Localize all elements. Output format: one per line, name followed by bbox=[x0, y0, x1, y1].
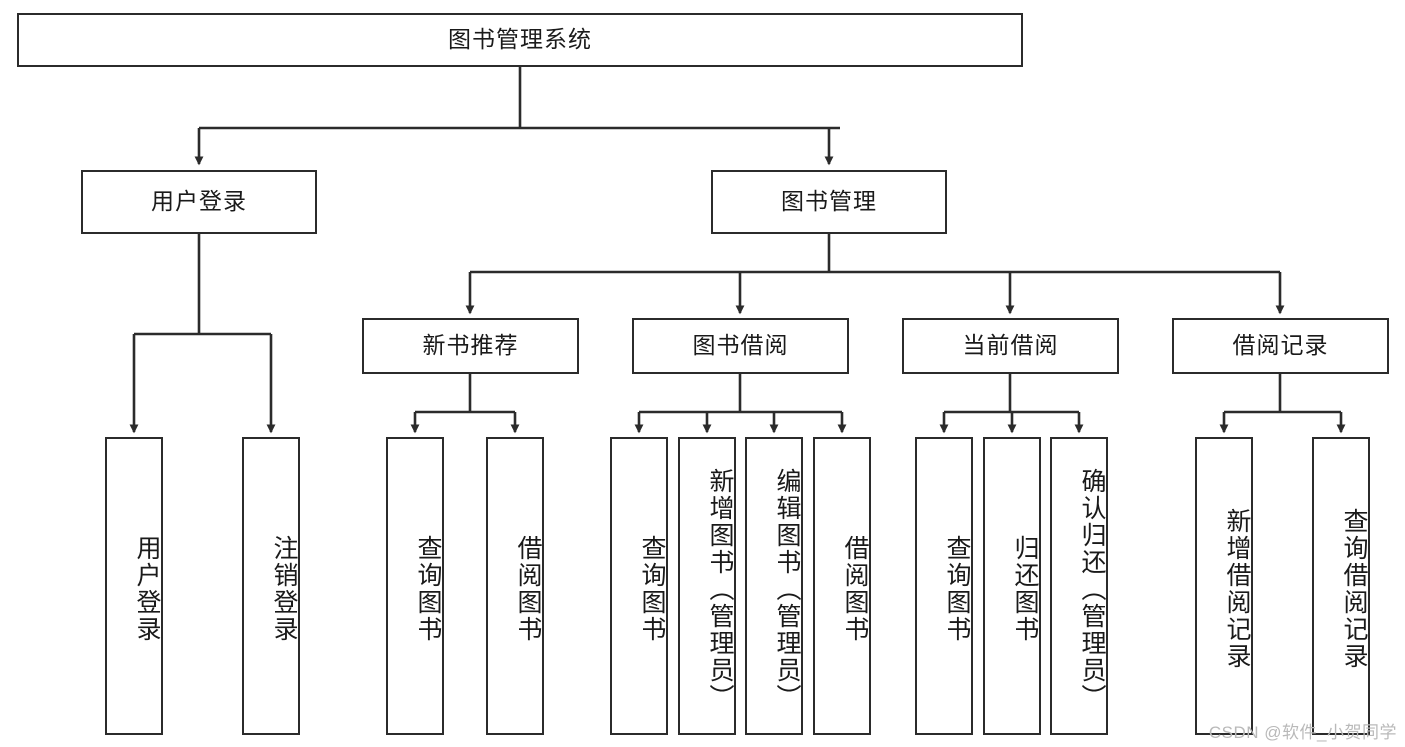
node-user-login[interactable]: 用户登录 bbox=[81, 170, 317, 234]
leaf-add-book-admin-label: 新增图书（管理员） bbox=[706, 467, 734, 711]
node-borrow-records[interactable]: 借阅记录 bbox=[1172, 318, 1389, 374]
node-new-book-recommend-label: 新书推荐 bbox=[422, 332, 519, 359]
leaf-borrow-book-label: 借阅图书 bbox=[841, 535, 869, 643]
leaf-query-book-borrow[interactable]: 查询图书 bbox=[610, 437, 668, 735]
leaf-confirm-return-admin-label: 确认归还（管理员） bbox=[1078, 467, 1106, 711]
leaf-user-login-label: 用户登录 bbox=[133, 535, 161, 643]
node-new-book-recommend[interactable]: 新书推荐 bbox=[362, 318, 579, 374]
leaf-add-borrow-record-label: 新增借阅记录 bbox=[1223, 508, 1251, 670]
leaf-edit-book-admin[interactable]: 编辑图书（管理员） bbox=[745, 437, 803, 735]
node-book-management[interactable]: 图书管理 bbox=[711, 170, 947, 234]
node-root[interactable]: 图书管理系统 bbox=[17, 13, 1023, 67]
leaf-query-book-borrow-label: 查询图书 bbox=[638, 535, 666, 643]
leaf-add-book-admin[interactable]: 新增图书（管理员） bbox=[678, 437, 736, 735]
leaf-user-login[interactable]: 用户登录 bbox=[105, 437, 163, 735]
leaf-borrow-book[interactable]: 借阅图书 bbox=[813, 437, 871, 735]
node-book-borrow[interactable]: 图书借阅 bbox=[632, 318, 849, 374]
leaf-confirm-return-admin[interactable]: 确认归还（管理员） bbox=[1050, 437, 1108, 735]
leaf-query-book-recommend[interactable]: 查询图书 bbox=[386, 437, 444, 735]
leaf-query-borrow-record[interactable]: 查询借阅记录 bbox=[1312, 437, 1370, 735]
leaf-edit-book-admin-label: 编辑图书（管理员） bbox=[773, 467, 801, 711]
leaf-query-book-current-label: 查询图书 bbox=[943, 535, 971, 643]
csdn-watermark: CSDN @软件_小贺同学 bbox=[1208, 723, 1397, 742]
leaf-logout[interactable]: 注销登录 bbox=[242, 437, 300, 735]
leaf-add-borrow-record[interactable]: 新增借阅记录 bbox=[1195, 437, 1253, 735]
leaf-borrow-book-recommend[interactable]: 借阅图书 bbox=[486, 437, 544, 735]
node-current-borrow-label: 当前借阅 bbox=[962, 332, 1059, 359]
node-root-label: 图书管理系统 bbox=[448, 26, 592, 53]
node-current-borrow[interactable]: 当前借阅 bbox=[902, 318, 1119, 374]
leaf-query-borrow-record-label: 查询借阅记录 bbox=[1340, 508, 1368, 670]
node-borrow-records-label: 借阅记录 bbox=[1232, 332, 1329, 359]
leaf-query-book-recommend-label: 查询图书 bbox=[414, 535, 442, 643]
leaf-query-book-current[interactable]: 查询图书 bbox=[915, 437, 973, 735]
node-book-borrow-label: 图书借阅 bbox=[692, 332, 789, 359]
leaf-return-book[interactable]: 归还图书 bbox=[983, 437, 1041, 735]
leaf-borrow-book-recommend-label: 借阅图书 bbox=[514, 535, 542, 643]
leaf-return-book-label: 归还图书 bbox=[1011, 535, 1039, 643]
node-user-login-label: 用户登录 bbox=[151, 188, 247, 215]
leaf-logout-label: 注销登录 bbox=[270, 535, 298, 643]
node-book-management-label: 图书管理 bbox=[781, 188, 877, 215]
